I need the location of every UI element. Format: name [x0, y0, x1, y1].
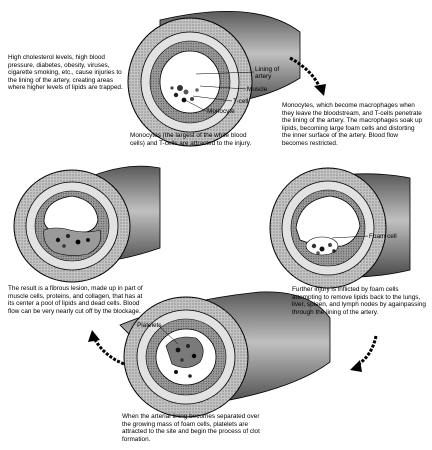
caption-step-3: Monocytes, which become macrophages when… — [282, 102, 423, 147]
caption-step-4: Further injury is inflicted by foam cell… — [292, 286, 426, 316]
caption-step-6: The result is a fibrous lesion, made up … — [8, 285, 143, 315]
label-t-cell: T-cell — [233, 98, 249, 105]
platelet-clot — [165, 336, 204, 378]
artery-stage-2 — [269, 167, 411, 289]
label-platelets: Platelets — [137, 322, 162, 329]
leader-lining — [195, 71, 255, 75]
foam-cell-mass — [305, 236, 339, 256]
artery-stage-4 — [13, 165, 161, 283]
label-foam-cell: Foam cell — [369, 233, 397, 240]
leader-monocyte — [182, 98, 207, 112]
caption-step-1: High cholesterol levels, high blood pres… — [8, 54, 123, 92]
caption-step-5: When the arterial lining becomes separat… — [122, 413, 260, 443]
leader-platelets — [157, 324, 179, 345]
cell-cluster — [170, 85, 199, 103]
leader-muscle — [199, 85, 247, 90]
leader-tcell — [192, 95, 233, 102]
flow-arrows — [88, 56, 378, 372]
label-monocyte: Monocyte — [207, 108, 235, 115]
arrow-stage1-to-2 — [289, 56, 326, 96]
arrow-stage3-to-4 — [88, 330, 125, 366]
artery-stage-3 — [119, 291, 331, 418]
arrow-stage2-to-3 — [350, 335, 378, 372]
leader-foam-cell — [331, 235, 369, 239]
artery-stage-1 — [127, 10, 301, 147]
label-muscle: Muscle — [247, 86, 268, 93]
fibrous-lesion — [43, 227, 102, 256]
caption-step-2: Monocytes (the largest of the white bloo… — [130, 132, 252, 147]
label-lining-of-artery: Lining of artery — [255, 66, 280, 80]
